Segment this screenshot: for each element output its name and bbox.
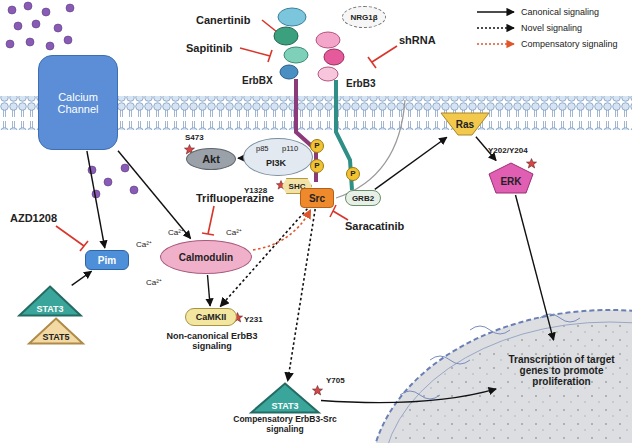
phospho-mark: P	[310, 159, 324, 173]
legend-row: Canonical signaling	[476, 4, 618, 20]
node-text: Transcription of target genes to promote…	[498, 354, 625, 387]
kinase-box: Src	[300, 188, 334, 208]
kinase-pentagon: ERK	[488, 162, 534, 194]
node-text: Ras	[456, 119, 474, 130]
annotation: Y1328	[244, 186, 267, 195]
node-text: p85	[256, 144, 269, 153]
annotation: Canertinib	[196, 14, 250, 26]
compensatory-arrow	[253, 210, 311, 250]
legend-text: Novel signaling	[521, 23, 582, 33]
ligand: NRG1β	[342, 6, 386, 28]
canonical-arrow	[375, 137, 447, 189]
node-text: Src	[309, 193, 325, 204]
annotation: Y705	[326, 376, 345, 385]
annotation: Y202/Y204	[488, 146, 528, 155]
pi3k-complex: p85 p110PI3K	[243, 138, 313, 176]
annotation: Sapitinib	[186, 42, 232, 54]
annotation: Ca²⁺	[226, 226, 242, 237]
canonical-arrow	[118, 151, 191, 239]
nucleus-text: Transcription of target genes to promote…	[498, 342, 625, 398]
node-text: GRB2	[352, 194, 374, 203]
annotation: Y231	[244, 315, 263, 324]
legend-sample	[476, 23, 516, 33]
node-text: Calmodulin	[179, 252, 233, 263]
node-text: Pim	[98, 255, 116, 266]
canonical-arrow	[321, 389, 496, 403]
canonical-arrow	[208, 275, 211, 306]
node-text: NRG1β	[350, 13, 377, 22]
adaptor-box: GRB2	[345, 190, 381, 206]
annotation: Ca²⁺	[146, 276, 162, 287]
node-text: CaMKII	[196, 312, 227, 322]
receptor-erbbx: ErbBX	[240, 5, 310, 98]
legend: Canonical signalingNovel signalingCompen…	[476, 4, 618, 52]
receptor-erbb3: ErbB3	[312, 32, 382, 98]
phospho-mark: P	[346, 167, 360, 181]
node-text: ErbB3	[346, 78, 375, 89]
legend-sample	[476, 39, 516, 49]
canonical-arrow	[72, 271, 92, 285]
kinase-ellipse: Akt	[186, 148, 236, 170]
node-text: ERK	[500, 176, 521, 187]
node-text: PI3K	[266, 158, 286, 168]
novel-arrow	[288, 209, 316, 381]
gtpase-shape: Ras	[440, 112, 490, 136]
node-text: ErbBX	[242, 75, 273, 86]
legend-row: Novel signaling	[476, 20, 618, 36]
legend-text: Canonical signaling	[521, 7, 599, 17]
canonical-arrow	[516, 195, 554, 340]
calcium-sensor: Calmodulin	[160, 240, 252, 274]
annotation: shRNA	[399, 34, 436, 46]
transcription-factor: STAT3	[18, 286, 82, 316]
transcription-factor: STAT3	[250, 383, 320, 413]
node-text: p110	[282, 144, 298, 153]
transcription-factor: STAT5	[28, 318, 84, 344]
legend-row: Compensatory signaling	[476, 36, 618, 52]
annotation: AZD1208	[10, 212, 57, 224]
node-text: Akt	[202, 153, 220, 165]
legend-text: Compensatory signaling	[521, 39, 618, 49]
canonical-arrow	[238, 157, 242, 158]
kinase-box: Pim	[85, 250, 129, 270]
annotation: Ca²⁺	[136, 238, 152, 249]
node-text: Calcium Channel	[43, 91, 113, 115]
kinase-box: CaMKII	[185, 308, 237, 326]
annotation: S473	[185, 133, 204, 142]
annotation: Saracatinib	[345, 220, 404, 232]
annotation: Compensatory ErbB3-Src signaling	[225, 415, 345, 435]
annotation: Non-canonical ErbB3 signaling	[160, 331, 264, 351]
canonical-arrow	[87, 151, 105, 248]
node-text: STAT3	[271, 401, 298, 411]
legend-sample	[476, 7, 516, 17]
node-text: STAT3	[36, 304, 63, 314]
node-text: STAT5	[42, 332, 69, 342]
annotation: Ca²⁺	[168, 226, 184, 237]
ion-channel: Calcium Channel	[38, 55, 118, 150]
phospho-mark: P	[310, 139, 324, 153]
